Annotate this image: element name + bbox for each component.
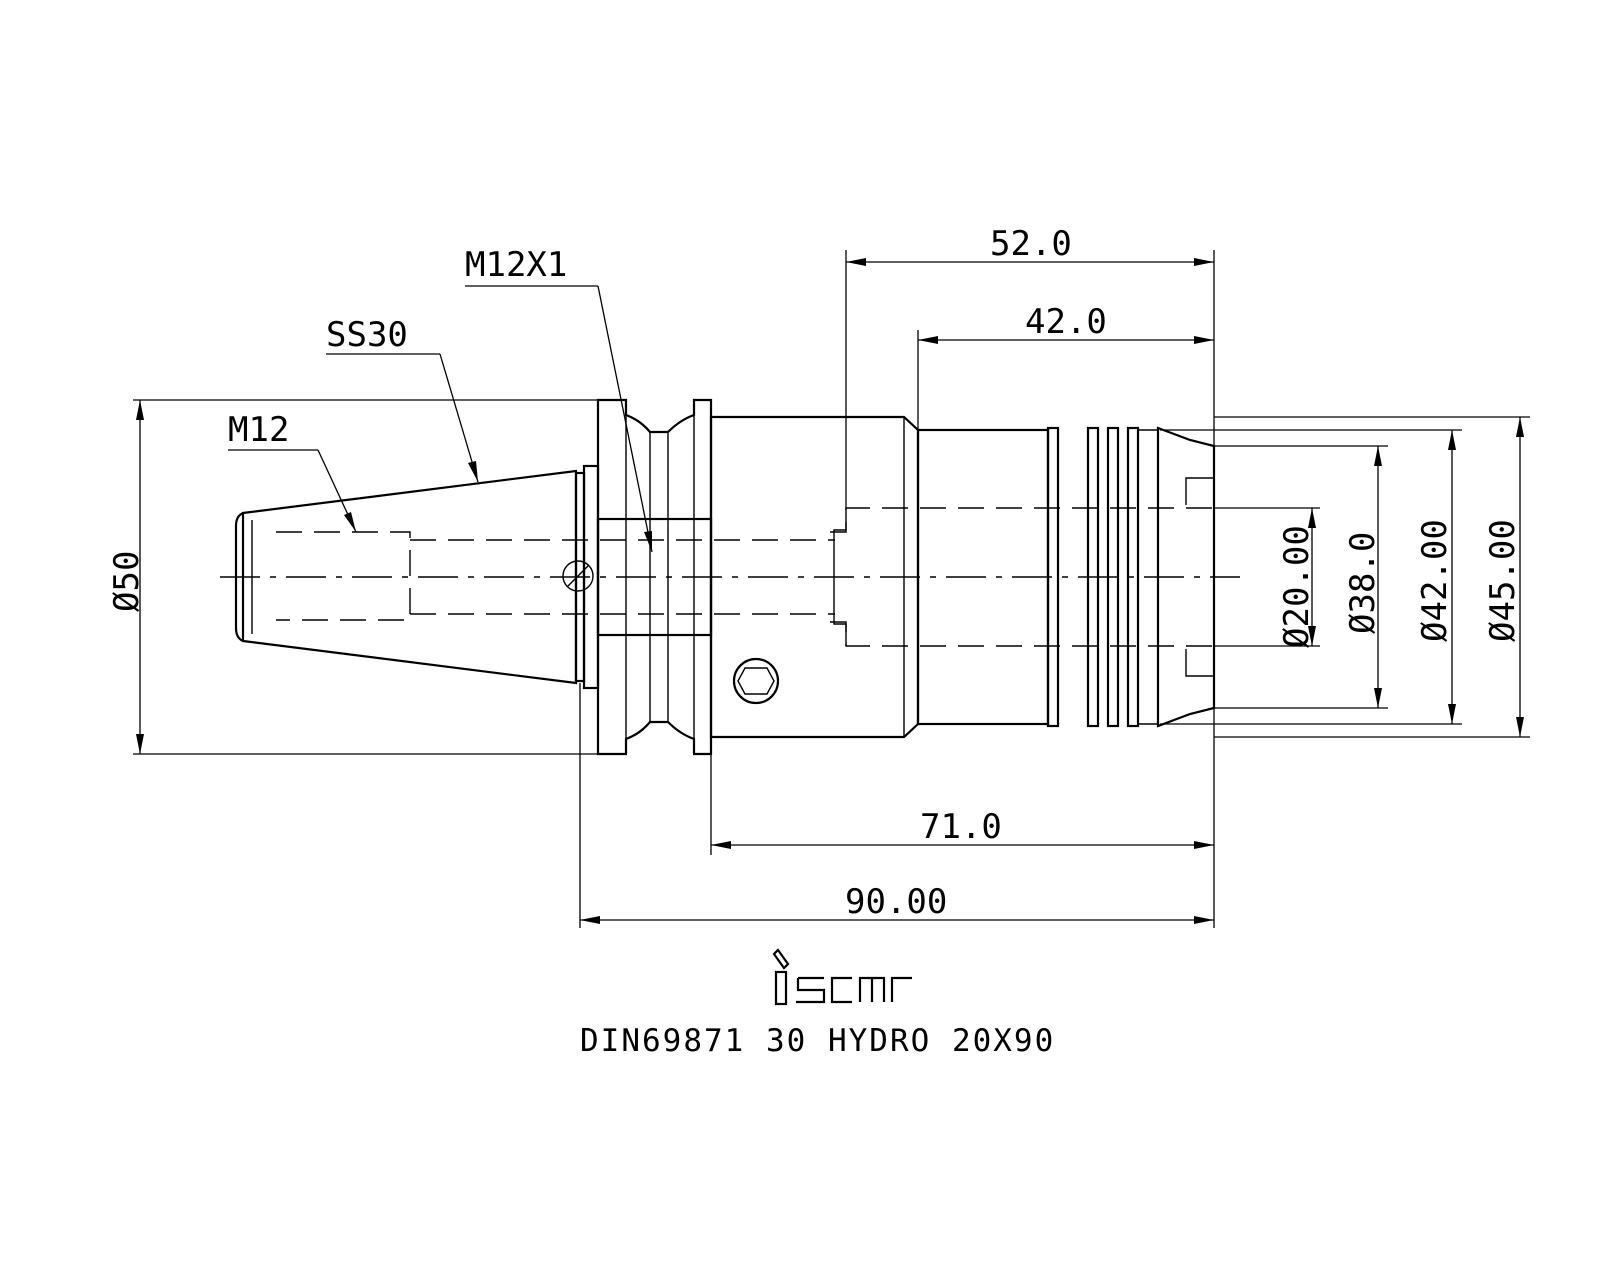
- dim-52: 52.0: [845, 224, 1215, 928]
- leader-ss30: SS30: [326, 315, 479, 483]
- label-ss30: SS30: [326, 315, 408, 355]
- dim-dia45-label: Ø45.00: [1483, 519, 1523, 642]
- dim-dia38: Ø38.0: [1214, 445, 1388, 709]
- brand-logo: iscar: [772, 945, 912, 1006]
- dim-dia20-label: Ø20.00: [1277, 525, 1317, 648]
- dim-90-label: 90.00: [845, 882, 947, 922]
- dim-dia42: Ø42.00: [1160, 429, 1462, 725]
- dim-dia38-label: Ø38.0: [1343, 532, 1383, 634]
- dim-42-label: 42.0: [1025, 302, 1107, 342]
- dim-dia45: Ø45.00: [1214, 416, 1530, 738]
- dim-dia50-label: Ø50: [107, 551, 147, 612]
- clamp-screw-icon: [732, 657, 780, 705]
- product-designation: DIN69871 30 HYDRO 20X90: [580, 1023, 1055, 1059]
- leader-m12: M12: [228, 410, 357, 533]
- dim-dia42-label: Ø42.00: [1415, 519, 1455, 642]
- dim-dia20: Ø20.00: [1214, 507, 1320, 648]
- label-m12x1: M12X1: [465, 245, 567, 285]
- leader-m12x1: M12X1: [465, 245, 653, 553]
- dim-90: 90.00: [579, 683, 1214, 928]
- dim-71-label: 71.0: [920, 807, 1002, 847]
- dim-42: 42.0: [917, 302, 1214, 430]
- dim-52-label: 52.0: [990, 224, 1072, 264]
- brand-logo-text: iscar: [772, 945, 775, 947]
- dim-71: 71.0: [710, 754, 1214, 855]
- label-m12: M12: [228, 410, 289, 450]
- dim-dia50: Ø50: [107, 399, 598, 755]
